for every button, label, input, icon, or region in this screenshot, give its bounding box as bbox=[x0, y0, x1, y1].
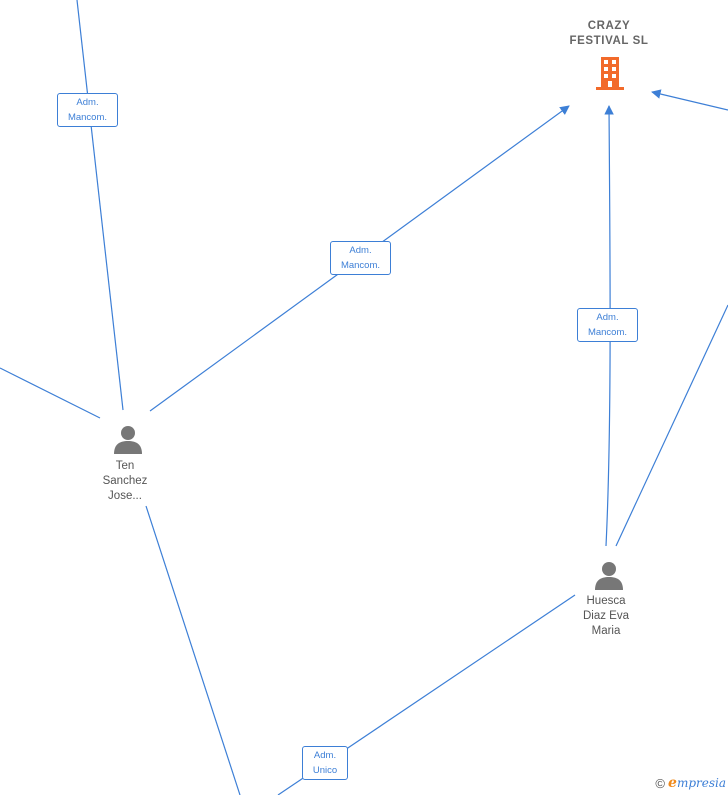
edge-label-line2: Unico bbox=[312, 765, 338, 776]
edge-right-to-company bbox=[651, 89, 728, 111]
person-icon[interactable] bbox=[112, 423, 144, 455]
edge-label-line1: Adm. bbox=[76, 97, 99, 108]
brand-logo-e: e bbox=[668, 775, 677, 791]
brand-logo: empresia bbox=[668, 775, 726, 791]
company-name-line1: CRAZY bbox=[587, 20, 631, 32]
edge-label-right[interactable]: Adm. Mancom. bbox=[577, 308, 638, 342]
person-huesca-line1: Huesca bbox=[586, 595, 626, 607]
edge-label-top-left[interactable]: Adm. Mancom. bbox=[57, 93, 118, 127]
copyright-symbol: © bbox=[655, 775, 666, 791]
person-ten-line1: Ten bbox=[115, 460, 135, 472]
brand-logo-rest: mpresia bbox=[676, 776, 726, 790]
person-ten-line2: Sanchez bbox=[102, 475, 148, 487]
edge-left-to-ten bbox=[0, 367, 101, 419]
edge-ten-to-bottom bbox=[145, 505, 241, 795]
edge-label-line1: Adm. bbox=[313, 750, 337, 761]
edge-right-to-huesca bbox=[615, 304, 728, 547]
person-ten-line3: Jose... bbox=[108, 490, 142, 502]
edge-label-line2: Mancom. bbox=[340, 260, 381, 271]
person-huesca-label[interactable]: Huesca Diaz Eva Maria bbox=[556, 594, 656, 639]
edge-label-line2: Mancom. bbox=[67, 112, 108, 123]
building-icon[interactable] bbox=[594, 54, 626, 92]
footer-brand: © empresia bbox=[655, 775, 726, 791]
edge-label-line1: Adm. bbox=[349, 245, 372, 256]
edge-label-line1: Adm. bbox=[596, 312, 619, 323]
edge-label-bottom[interactable]: Adm. Unico bbox=[302, 746, 348, 780]
edge-top-to-ten bbox=[76, 0, 124, 411]
edge-label-line2: Mancom. bbox=[587, 327, 628, 338]
person-huesca-line2: Diaz Eva bbox=[582, 610, 630, 622]
person-icon[interactable] bbox=[593, 559, 625, 591]
company-name[interactable]: CRAZY FESTIVAL SL bbox=[549, 19, 669, 49]
person-ten-label[interactable]: Ten Sanchez Jose... bbox=[75, 459, 175, 504]
person-huesca-line3: Maria bbox=[591, 625, 621, 637]
company-name-line2: FESTIVAL SL bbox=[569, 35, 649, 47]
edge-label-middle[interactable]: Adm. Mancom. bbox=[330, 241, 391, 275]
